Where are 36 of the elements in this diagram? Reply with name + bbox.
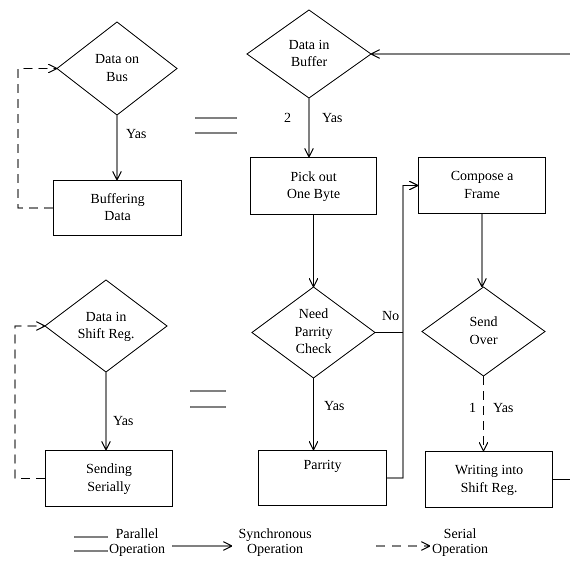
node-text: Data in Shift Reg. [76,308,136,344]
arrow [308,214,319,288]
node-text: Send Over [468,314,498,349]
node-text: Need Parrity Check [293,306,334,359]
arrow [18,63,58,208]
arrow [478,376,489,452]
process-box [258,450,387,506]
process-box [250,157,377,215]
decision-diamond [45,280,167,372]
node-text: Pick out One Byte [286,168,342,204]
node-text: Parrity [302,457,343,474]
node-text: Writing into Shift Reg. [454,462,524,497]
arrow [476,214,488,288]
arrow [100,372,112,451]
process-box [425,451,553,508]
arrow [14,320,46,479]
arrow [112,114,122,181]
process-box [418,157,546,214]
decision-diamond [252,287,375,378]
decision-diamond [57,22,177,115]
legend-text: Parallel Operation [108,528,166,558]
decision-diamond [247,10,371,98]
legend-text: Serial Operation [431,528,489,558]
arrow [308,378,319,451]
node-text: Buffering Data [89,190,146,226]
node-text: Data on Bus [94,51,140,86]
legend-text: Synchronous Operation [237,528,313,558]
decision-diamond [422,287,545,376]
arrow [304,98,314,158]
process-box [53,180,182,236]
process-box [45,450,173,507]
arrow [386,180,419,478]
node-text: Compose a Frame [450,168,514,203]
node-text: Sending Serially [85,461,133,496]
node-text: Data in Buffer [288,36,330,72]
arrow [370,48,570,60]
